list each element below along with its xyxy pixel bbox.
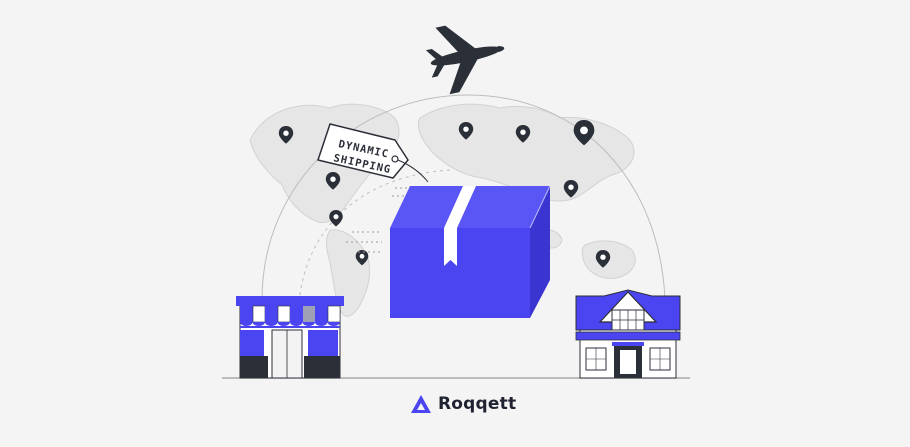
brand-name: Roqqett bbox=[438, 394, 517, 414]
location-pin-icon bbox=[329, 210, 343, 227]
shop-icon bbox=[236, 296, 344, 379]
dynamic-shipping-tag: DYNAMIC SHIPPING bbox=[317, 123, 429, 183]
brand-logo: Roqqett bbox=[410, 390, 516, 418]
house-icon bbox=[575, 289, 681, 379]
airplane-icon bbox=[425, 25, 505, 95]
route-arc bbox=[261, 94, 666, 301]
roqqett-logo-icon bbox=[411, 395, 431, 413]
motion-lines bbox=[346, 187, 410, 253]
package-box-icon bbox=[390, 185, 551, 318]
